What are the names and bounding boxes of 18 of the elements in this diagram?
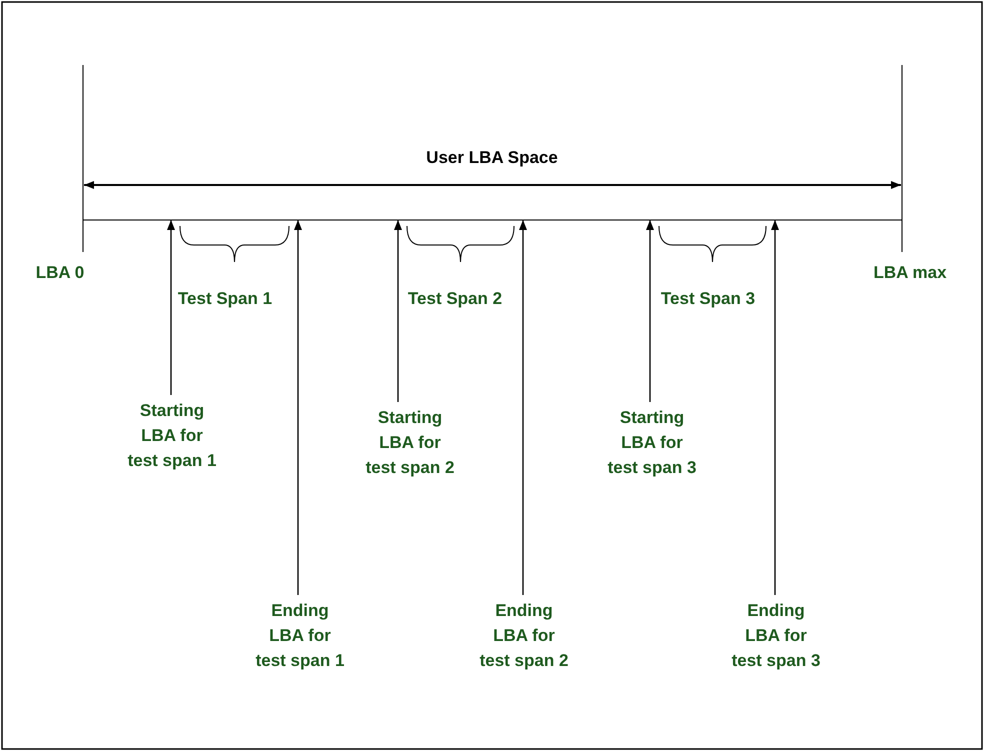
axis-label: LBA 0	[34, 262, 86, 284]
callout-text: Starting LBA for test span 2	[362, 405, 458, 480]
span-label: Test Span 2	[406, 288, 504, 310]
callout-text: Starting LBA for test span 1	[124, 398, 220, 473]
dimension-label: User LBA Space	[425, 147, 559, 169]
leader-arrow	[394, 220, 402, 402]
callout-text: Ending LBA for test span 3	[728, 598, 824, 673]
callout-text: Starting LBA for test span 3	[604, 405, 700, 480]
leader-arrow	[519, 220, 527, 595]
callout-text: Ending LBA for test span 1	[252, 598, 348, 673]
span-label: Test Span 3	[660, 288, 756, 310]
leader-arrow	[294, 220, 302, 595]
leader-arrow	[167, 220, 175, 395]
span-label: Test Span 1	[176, 288, 274, 310]
leader-arrow	[771, 220, 779, 595]
axis-label: LBA max	[872, 262, 948, 284]
leader-arrow	[646, 220, 654, 402]
callout-text: Ending LBA for test span 2	[476, 598, 572, 673]
